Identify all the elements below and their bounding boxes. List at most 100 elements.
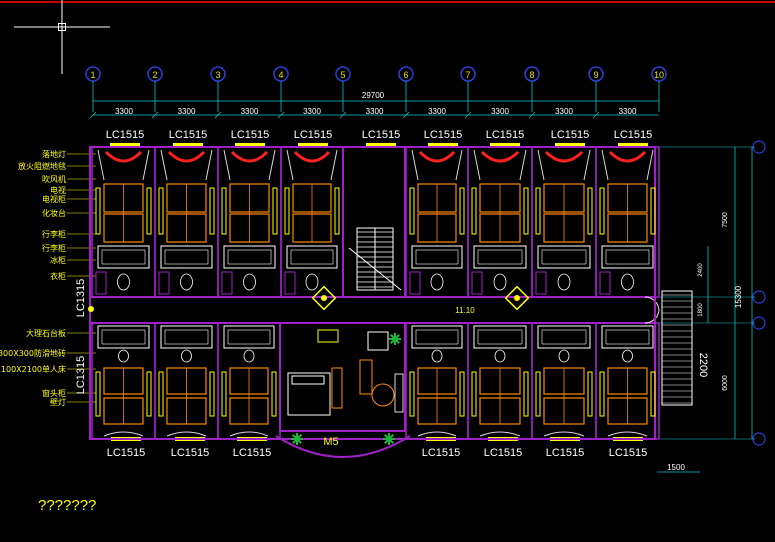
toilet <box>118 349 129 363</box>
dimension-bottom-right: 1500 <box>667 463 685 472</box>
axis-label: 5 <box>340 70 345 80</box>
plants <box>291 333 401 445</box>
dimension-total: 29700 <box>362 91 385 100</box>
dimension-bay: 3300 <box>241 107 259 116</box>
window-label-bottom: LC1515 <box>609 447 648 459</box>
bathtub <box>537 325 591 349</box>
window-mark <box>555 143 585 147</box>
bathtub <box>160 325 213 349</box>
dimension-right-seg: 6000 <box>722 375 729 391</box>
bathtub <box>411 325 463 349</box>
bathtub <box>97 245 150 269</box>
toilet <box>305 273 319 291</box>
axis-label: 6 <box>403 70 408 80</box>
plant-icon <box>383 433 395 445</box>
stairwell <box>348 227 402 291</box>
upper-guest-rooms <box>91 146 660 298</box>
toilet <box>180 273 193 291</box>
toilet <box>430 273 444 291</box>
window-mark <box>235 143 265 147</box>
dimension-bay: 3300 <box>555 107 573 116</box>
bathtub <box>473 325 527 349</box>
plant-icon <box>389 333 401 345</box>
dimension-right-seg: 7500 <box>722 212 729 228</box>
annotation-label: 落地灯 <box>42 149 66 159</box>
annotation-label: 电视柜 <box>42 194 66 204</box>
toilet <box>494 349 506 363</box>
dimension-corridor: 11.10 <box>455 306 475 315</box>
axis-label: 4 <box>278 70 283 80</box>
window-label-top: LC1515 <box>362 129 401 141</box>
bathtub <box>286 245 338 269</box>
window-label-top: LC1515 <box>424 129 463 141</box>
bathtub <box>601 245 654 269</box>
toilet <box>431 349 443 363</box>
window-label-bottom: LC1515 <box>484 447 523 459</box>
room-top-5 <box>405 146 469 298</box>
room-top-3 <box>217 146 282 298</box>
axis-bubble-9: 9 <box>588 66 604 112</box>
axis-bubble-7: 7 <box>460 66 476 112</box>
window-mark <box>428 143 458 147</box>
window-mark <box>110 143 140 147</box>
window-label-top: LC1515 <box>169 129 208 141</box>
dimension-right-total: 15300 <box>734 285 743 308</box>
window-label-top: LC1515 <box>551 129 590 141</box>
dimension-bay: 3300 <box>619 107 637 116</box>
annotation-label: 放火阻燃地毯 <box>18 161 66 171</box>
plant-icon <box>291 433 303 445</box>
window-label-top: LC1515 <box>294 129 333 141</box>
window-label-top: LC1515 <box>486 129 525 141</box>
window-label-top: LC1515 <box>106 129 145 141</box>
axis-label: 7 <box>465 70 470 80</box>
dimension-bay: 3300 <box>428 107 446 116</box>
annotation-label: 电视 <box>50 185 66 195</box>
window-label-bottom: LC1515 <box>107 447 146 459</box>
dimension-bay: 3300 <box>491 107 509 116</box>
window-label-bottom: LC1515 <box>422 447 461 459</box>
toilet <box>622 349 633 363</box>
toilet <box>557 273 571 291</box>
room-bottom-2 <box>154 322 219 440</box>
window-label-bottom: LC1515 <box>546 447 585 459</box>
axis-label: 2 <box>152 70 157 80</box>
toilet <box>558 349 570 363</box>
axis-label: 3 <box>215 70 220 80</box>
bathtub <box>223 325 275 349</box>
annotation-label: 吹风机 <box>42 174 66 184</box>
footer-title: ??????? <box>38 497 96 514</box>
bathtub <box>601 325 654 349</box>
bathtub <box>537 245 591 269</box>
annotation-label: 大理石台板 <box>26 328 66 338</box>
bathtub <box>223 245 276 269</box>
room-bottom-7 <box>595 322 660 440</box>
suite-mark: M5 <box>323 436 338 448</box>
annotation-label: 行李柜 <box>42 229 66 239</box>
axis-label: 8 <box>529 70 534 80</box>
bathtub <box>160 245 213 269</box>
curved-balcony <box>275 435 411 458</box>
suite-round-table <box>371 383 395 407</box>
corridor-light-fixtures <box>88 285 530 312</box>
annotation-label: 壁灯 <box>50 397 66 407</box>
dimension-stair: 2200 <box>697 353 709 377</box>
window-label-left: LC1315 <box>75 356 87 395</box>
dimension-right-seg: 2400 <box>698 263 704 277</box>
exterior-stair <box>644 290 693 406</box>
axis-bubble-4: 4 <box>273 66 289 112</box>
window-label-bottom: LC1515 <box>171 447 210 459</box>
dimension-bay: 3300 <box>178 107 196 116</box>
axis-label: 1 <box>90 70 95 80</box>
toilet <box>493 273 507 291</box>
window-mark <box>618 143 648 147</box>
axis-label: 9 <box>593 70 598 80</box>
annotation-label: 行李柜 <box>42 243 66 253</box>
annotation-label: 冰柜 <box>50 255 66 265</box>
dimension-bay: 3300 <box>115 107 133 116</box>
window-mark <box>490 143 520 147</box>
bathtub <box>473 245 527 269</box>
toilet <box>243 273 256 291</box>
axis-bubble-8: 8 <box>524 66 540 112</box>
